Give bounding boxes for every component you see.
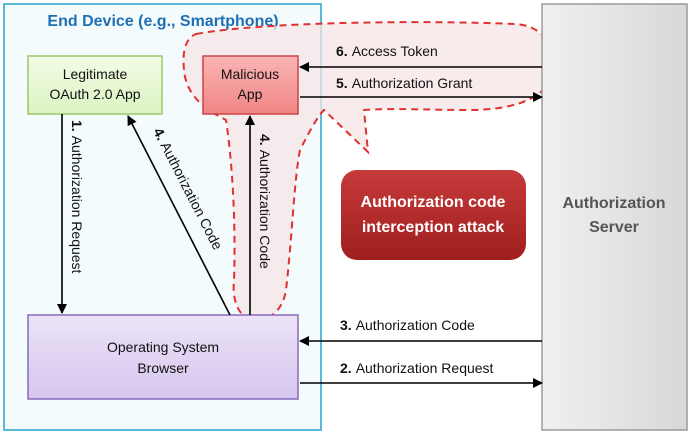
legitimate-app-label-2: OAuth 2.0 App — [49, 86, 140, 102]
arrow-3-label: 3.Authorization Code — [340, 317, 475, 333]
malicious-app-label-2: App — [238, 86, 263, 102]
authorization-server-label-1: Authorization — [562, 195, 665, 212]
arrow-5-label: 5.Authorization Grant — [336, 75, 472, 91]
authorization-server-label-2: Server — [589, 219, 639, 236]
arrow-2-label: 2.Authorization Request — [340, 360, 494, 376]
attack-callout-label-1: Authorization code — [361, 194, 506, 211]
authorization-server-box — [541, 3, 688, 431]
attack-callout — [341, 170, 526, 260]
malicious-app-box — [202, 55, 299, 115]
arrow-4-malicious-label: 4.Authorization Code — [257, 134, 273, 269]
os-browser-box — [27, 314, 299, 400]
malicious-app-label-1: Malicious — [221, 66, 279, 82]
arrow-1-label: 1.Authorization Request — [69, 120, 85, 274]
os-browser-label-2: Browser — [137, 360, 189, 376]
legitimate-app-box — [27, 55, 163, 115]
arrow-6-label: 6.Access Token — [336, 43, 438, 59]
end-device-title: End Device (e.g., Smartphone) — [47, 13, 278, 30]
arrow-4-authorization-code-legitimate — [127, 115, 231, 316]
os-browser-label-1: Operating System — [107, 339, 219, 355]
legitimate-app-label-1: Legitimate — [63, 66, 128, 82]
attack-callout-label-2: interception attack — [362, 219, 504, 236]
